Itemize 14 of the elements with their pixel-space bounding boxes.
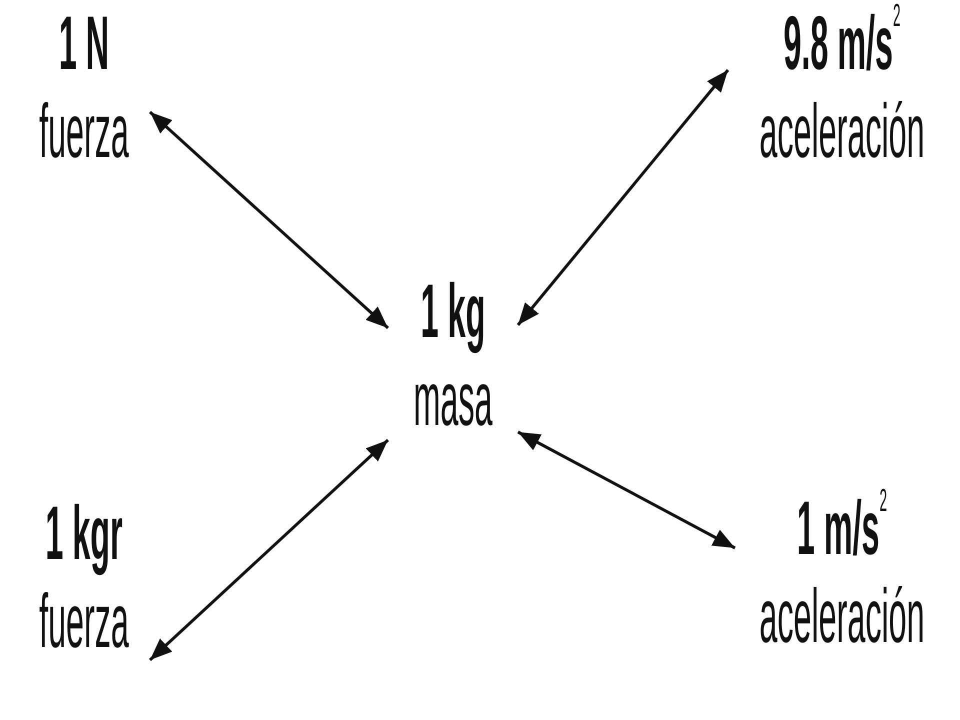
double-headed-arrow xyxy=(516,69,730,326)
quantity-name: masa xyxy=(414,356,492,444)
quantity-value: 1 kg xyxy=(420,268,486,356)
quantity-name: fuerza xyxy=(39,88,129,176)
quantity-name: aceleración xyxy=(759,88,925,176)
quantity-value: 1 N xyxy=(58,0,110,88)
quantity-name: fuerza xyxy=(39,578,129,666)
double-headed-arrow xyxy=(148,438,390,662)
quantity-value: 1 m/s$^{2}$ xyxy=(796,485,888,573)
double-headed-arrow xyxy=(517,430,736,550)
quantity-value: 9.8 m/s$^{2}$ xyxy=(783,0,901,88)
quantity-value: 1 kgr xyxy=(45,490,123,578)
quantity-name: aceleración xyxy=(759,573,925,661)
double-headed-arrow xyxy=(149,110,389,330)
